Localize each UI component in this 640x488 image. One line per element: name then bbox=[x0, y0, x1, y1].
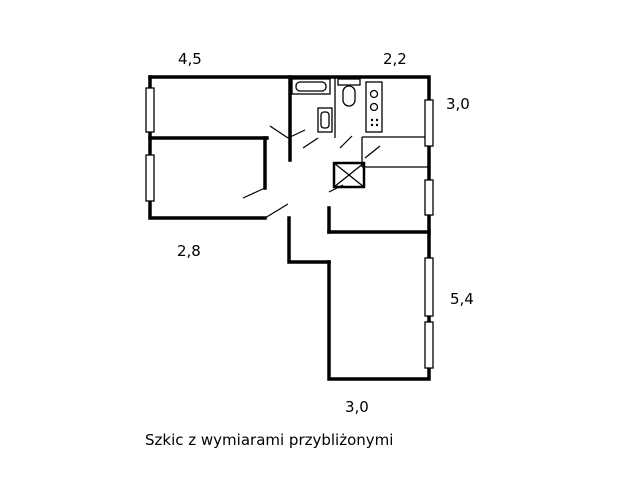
doors bbox=[242, 125, 381, 219]
dimension-top-left: 4,5 bbox=[178, 50, 202, 68]
sketch-caption: Szkic z wymiarami przybliżonymi bbox=[145, 431, 394, 449]
toilet-icon bbox=[337, 78, 361, 107]
washbasin-icon bbox=[317, 107, 333, 133]
bathtub-icon bbox=[291, 78, 331, 95]
dimension-right-upper: 3,0 bbox=[446, 95, 470, 113]
chimney-box-icon bbox=[332, 161, 366, 189]
dimension-left-lower: 2,8 bbox=[177, 242, 201, 260]
dimension-right-lower: 5,4 bbox=[450, 290, 474, 308]
dimension-top-right: 2,2 bbox=[383, 50, 407, 68]
windows bbox=[145, 87, 434, 369]
stove-icon bbox=[365, 81, 383, 133]
dimension-bottom: 3,0 bbox=[345, 398, 369, 416]
